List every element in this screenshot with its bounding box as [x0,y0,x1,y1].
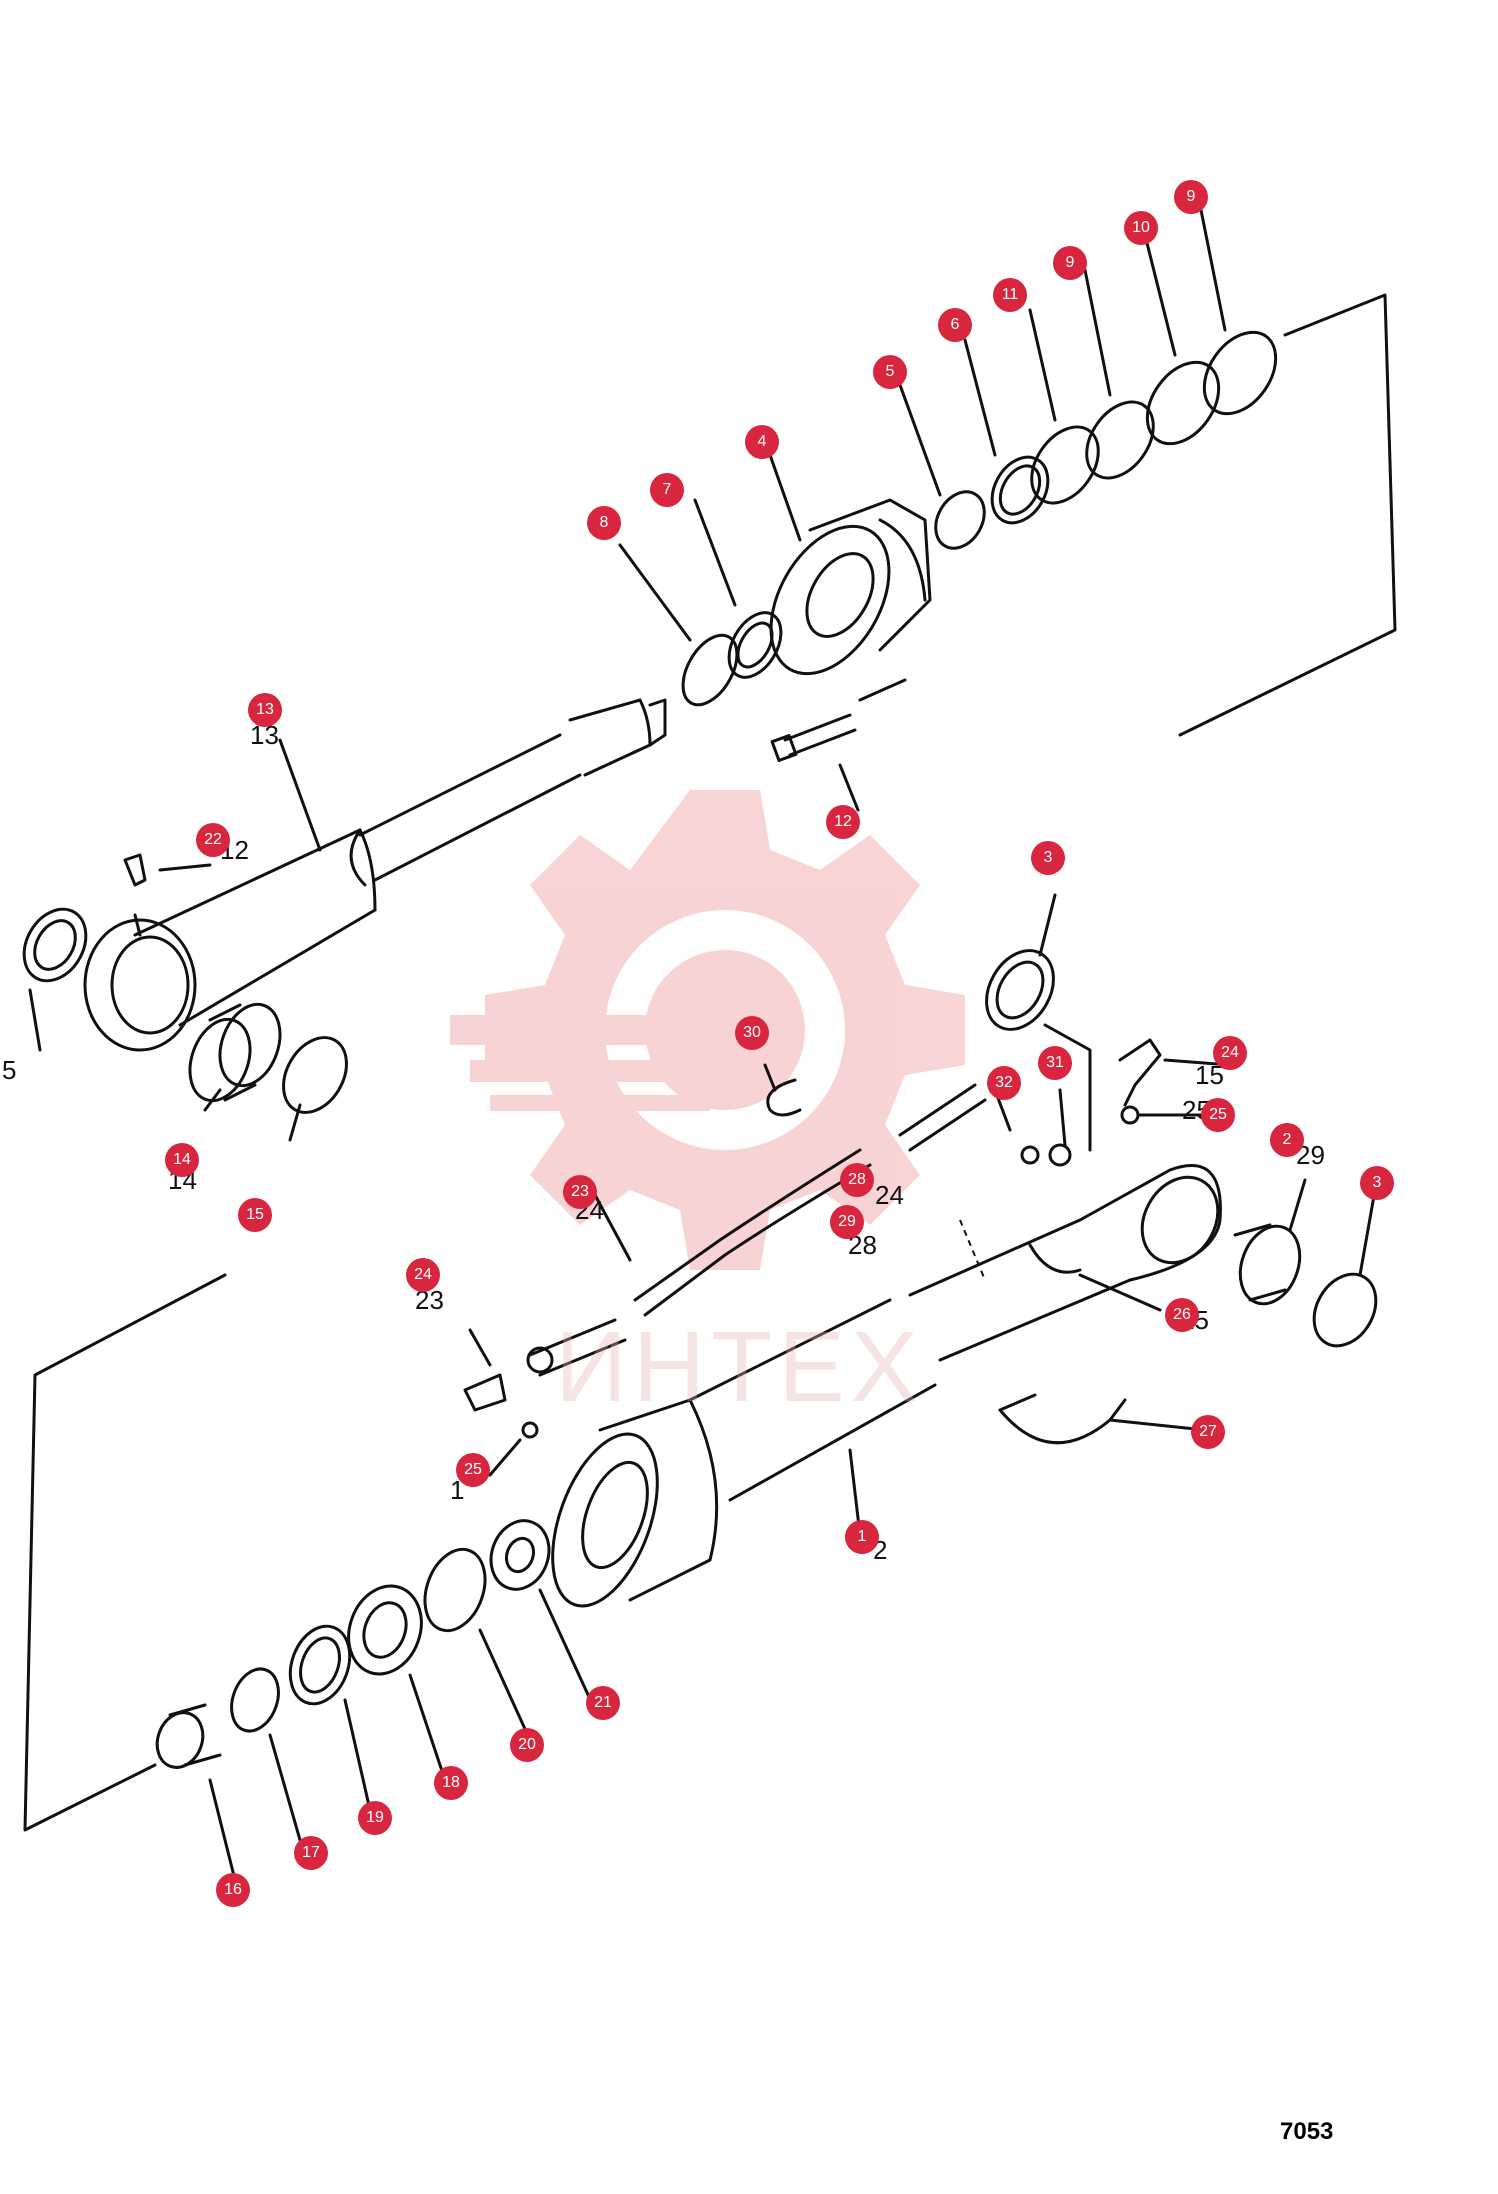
callout-tag[interactable]: 19 [358,1801,392,1835]
callout-tag[interactable]: 23 [563,1175,597,1209]
callout-tag[interactable]: 32 [987,1066,1021,1100]
snap-ring-8 [681,633,739,707]
clamp-26 [1028,1243,1082,1274]
piston-18 [347,1584,423,1676]
lower-bracket-line [23,1273,227,1832]
bolt-12 [770,678,907,812]
seal-9-upper [1202,330,1278,416]
dust-seal-3-upper [985,949,1055,1031]
bushing-2 [1233,1223,1302,1306]
printed-number: 5 [2,1055,17,1085]
callout-tag[interactable]: 5 [873,355,907,389]
bearing-6 [990,455,1050,525]
pipe-32 [898,1083,987,1152]
callout-tag[interactable]: 1 [845,1520,879,1554]
callout-tag[interactable]: 13 [248,693,282,727]
watermark-gear-icon [450,790,965,1270]
elbow-fitting-24-upper [1118,1038,1162,1107]
washer-17 [230,1667,280,1733]
callout-tag[interactable]: 20 [510,1728,544,1762]
ring-20 [423,1547,487,1633]
o-ring-25-upper [1120,1105,1140,1125]
clamp-27 [998,1393,1127,1445]
nut-21 [489,1519,551,1591]
cylinder-tube-1 [551,1164,1222,1608]
dust-seal-15-left [22,907,88,983]
callout-tag[interactable]: 4 [745,425,779,459]
callout-tag[interactable]: 24 [1213,1036,1247,1070]
spacer-16 [155,1703,222,1769]
callout-tag[interactable]: 3 [1031,841,1065,875]
callout-tag[interactable]: 18 [434,1766,468,1800]
piston-rod-13 [83,698,667,1052]
seal-11 [1030,425,1100,505]
callout-tag[interactable]: 2 [1270,1123,1304,1157]
callout-tag[interactable]: 25 [456,1453,490,1487]
seal-9-lower [1085,400,1155,480]
grease-fitting-22 [123,853,147,887]
upper-bracket-line [1178,293,1397,737]
callout-tag[interactable]: 22 [196,823,230,857]
callout-tag[interactable]: 21 [586,1686,620,1720]
callout-tag[interactable]: 10 [1124,211,1158,245]
bushing-5 [934,490,986,550]
callout-tag[interactable]: 7 [650,473,684,507]
callout-tag[interactable]: 25 [1201,1098,1235,1132]
fitting-24-lower [463,1318,627,1412]
callout-tag[interactable]: 14 [165,1143,199,1177]
callout-tag[interactable]: 6 [938,308,972,342]
cylinder-head-4 [769,498,932,676]
seal-7 [727,611,783,679]
hose-30 [766,1078,802,1117]
bushing-14 [188,1002,282,1103]
callout-tag[interactable]: 26 [1165,1298,1199,1332]
callout-tag[interactable]: 16 [216,1873,250,1907]
sheet-number: 7053 [1280,2118,1334,2145]
callout-tag[interactable]: 17 [294,1836,328,1870]
seal-19 [288,1624,352,1706]
callout-tag[interactable]: 24 [406,1258,440,1292]
dust-seal-3-right [1312,1272,1378,1348]
watermark-text: ИНТЕХ [555,1311,924,1423]
o-ring-25-lower [521,1421,539,1439]
callout-tag[interactable]: 9 [1174,180,1208,214]
callout-tag[interactable]: 3 [1360,1166,1394,1200]
nut-31 [1048,1143,1072,1167]
callout-tag[interactable]: 29 [830,1205,864,1239]
callout-tag[interactable]: 15 [238,1198,272,1232]
callout-tag[interactable]: 30 [735,1016,769,1050]
printed-number: 24 [875,1180,904,1210]
callout-tag[interactable]: 11 [993,278,1027,312]
callout-tag[interactable]: 27 [1191,1415,1225,1449]
callout-tag[interactable]: 28 [840,1163,874,1197]
callout-tag[interactable]: 31 [1038,1046,1072,1080]
callout-tag[interactable]: 8 [587,506,621,540]
callout-tag[interactable]: 12 [826,805,860,839]
dust-seal-15-right [282,1036,348,1114]
seal-10 [1145,360,1221,446]
callout-tag[interactable]: 9 [1053,246,1087,280]
